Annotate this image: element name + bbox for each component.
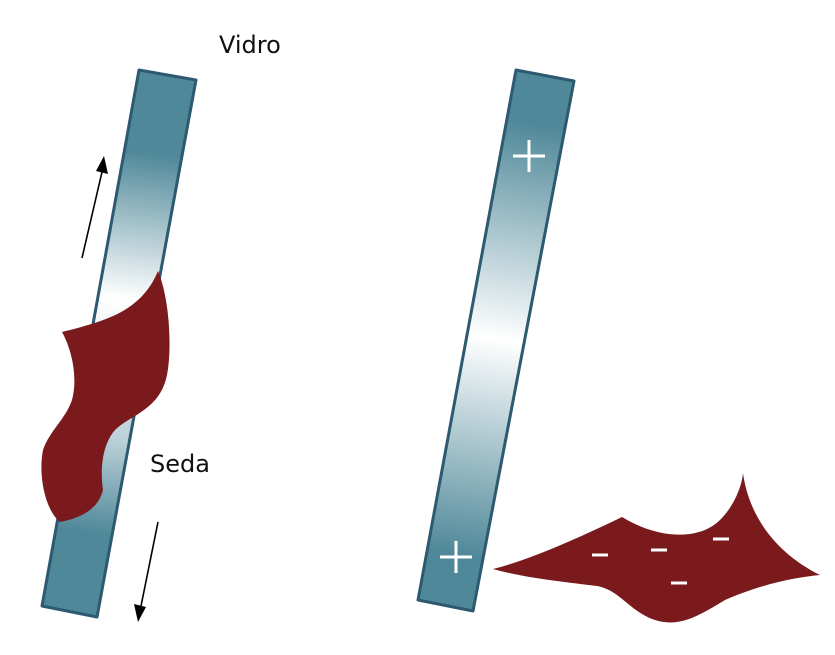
- positive-charge-bottom: [440, 541, 472, 573]
- glass-rod-right: [416, 68, 576, 613]
- silk-cloth-right: [493, 473, 820, 623]
- arrow-up: [81, 156, 108, 259]
- silk-cloth-left: [41, 271, 170, 522]
- arrow-down: [134, 521, 159, 622]
- glass-label: Vidro: [219, 31, 281, 59]
- silk-label: Seda: [150, 450, 210, 478]
- positive-charge-top: [513, 140, 545, 172]
